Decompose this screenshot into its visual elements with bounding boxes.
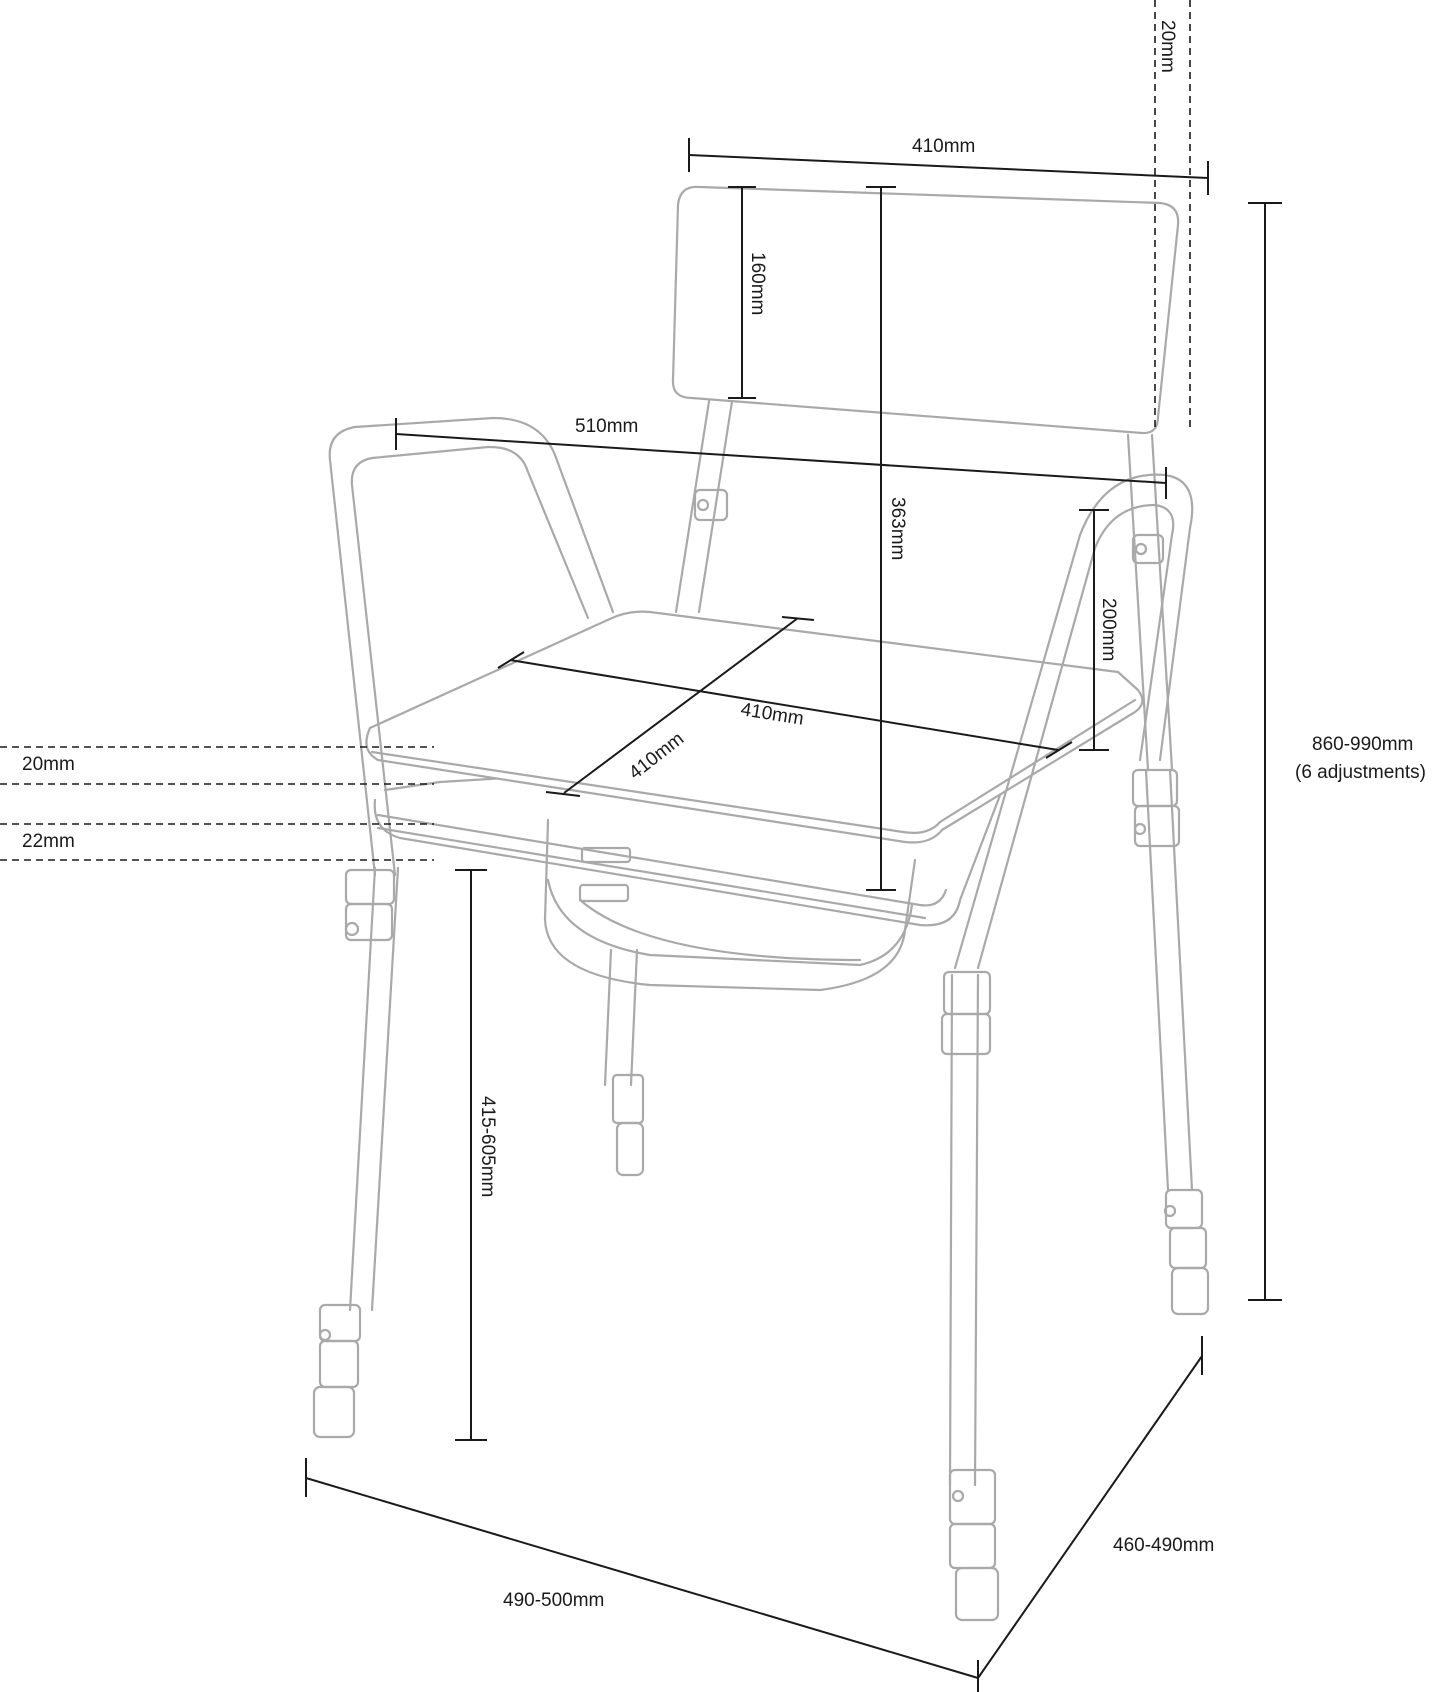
dim-backrest-offset bbox=[1154, 0, 1191, 432]
label-frame-gap: 22mm bbox=[22, 831, 75, 852]
label-seat-thickness: 20mm bbox=[22, 754, 75, 775]
dim-frame-gap bbox=[0, 823, 434, 861]
label-backrest-height: 160mm bbox=[747, 252, 768, 315]
dim-footprint-width bbox=[305, 1458, 979, 1692]
dim-back-to-seat bbox=[866, 186, 896, 891]
dim-footprint-depth bbox=[977, 1336, 1203, 1679]
label-backrest-offset: 20mm bbox=[1157, 20, 1178, 73]
label-arm-height: 200mm bbox=[1098, 598, 1119, 661]
dim-seat-width bbox=[497, 651, 1073, 759]
left-armrest bbox=[312, 416, 615, 1439]
dim-overall-height bbox=[1248, 202, 1282, 1301]
commode-bucket bbox=[543, 818, 917, 992]
chair-illustration bbox=[312, 185, 1210, 1622]
seat-board bbox=[365, 610, 1144, 844]
dim-backrest-width bbox=[688, 138, 1209, 195]
label-overall-height: 860-990mm bbox=[1312, 734, 1413, 755]
dim-seat-thickness bbox=[0, 746, 434, 785]
dim-arm-height bbox=[1079, 509, 1109, 751]
dim-backrest-height bbox=[728, 186, 756, 399]
dim-seat-depth bbox=[545, 616, 815, 797]
label-backrest-width: 410mm bbox=[912, 136, 975, 157]
label-seat-height: 415-605mm bbox=[477, 1096, 498, 1197]
label-footprint-width: 490-500mm bbox=[503, 1590, 604, 1611]
label-back-to-seat: 363mm bbox=[887, 497, 908, 560]
label-arm-width: 510mm bbox=[575, 416, 638, 437]
right-armrest bbox=[940, 473, 1210, 1622]
backrest-posts bbox=[674, 393, 1174, 772]
rear-left-leg bbox=[603, 948, 645, 1177]
backrest-panel bbox=[671, 185, 1180, 435]
dim-arm-width bbox=[395, 418, 1167, 499]
label-overall-height-note: (6 adjustments) bbox=[1295, 762, 1426, 783]
dim-seat-height bbox=[455, 869, 487, 1441]
label-footprint-depth: 460-490mm bbox=[1113, 1535, 1214, 1556]
